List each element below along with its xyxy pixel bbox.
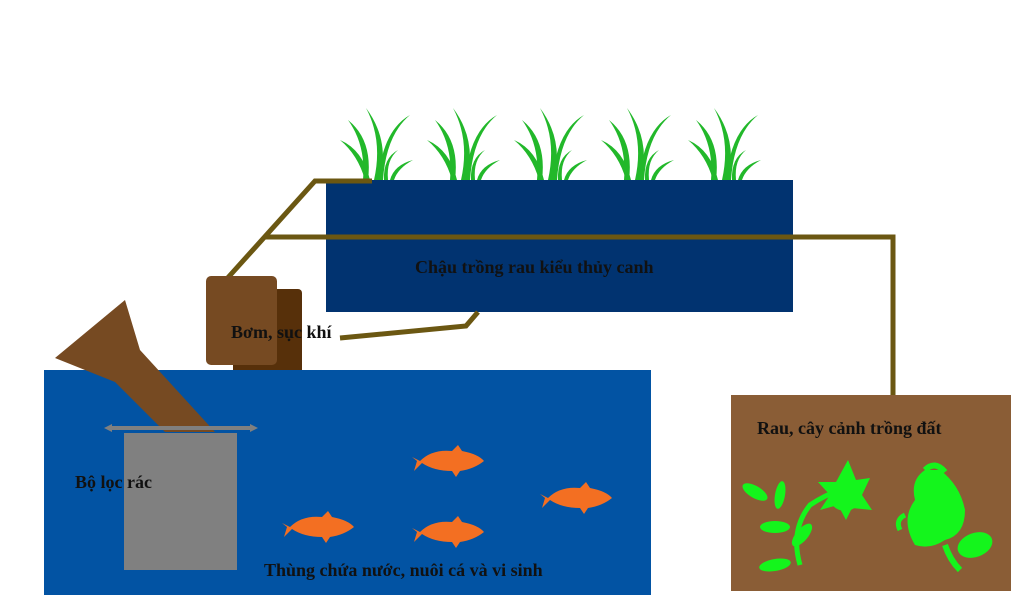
- pump-label: Bơm, sục khí: [231, 322, 332, 342]
- flower-plant-icon: [742, 460, 872, 572]
- debris-filter: [124, 433, 237, 570]
- hydroponic-bed-label: Chậu trồng rau kiểu thủy canh: [415, 257, 654, 277]
- grass-tuft: [601, 108, 674, 180]
- leaf-plant-icon: [895, 462, 993, 573]
- hydroponic-grass: [340, 108, 761, 180]
- filter-rod: [104, 424, 258, 432]
- hydroponic-bed: [326, 180, 793, 312]
- inlet-pipe: [222, 178, 372, 284]
- grass-tuft: [688, 108, 761, 180]
- pipes: [222, 178, 896, 396]
- soil-bed-pipe: [265, 234, 896, 396]
- soil-plants: [742, 460, 993, 573]
- grass-tuft: [427, 108, 500, 180]
- grass-tuft: [514, 108, 587, 180]
- tank-label: Thùng chứa nước, nuôi cá và vi sinh: [264, 560, 543, 580]
- filter-label: Bộ lọc rác: [75, 472, 152, 492]
- waste-chute: [55, 300, 215, 432]
- soil-bed-label: Rau, cây cảnh trồng đất: [757, 418, 942, 438]
- grass-tuft: [340, 108, 413, 180]
- pump-body: [206, 276, 277, 365]
- return-pipe: [339, 310, 480, 341]
